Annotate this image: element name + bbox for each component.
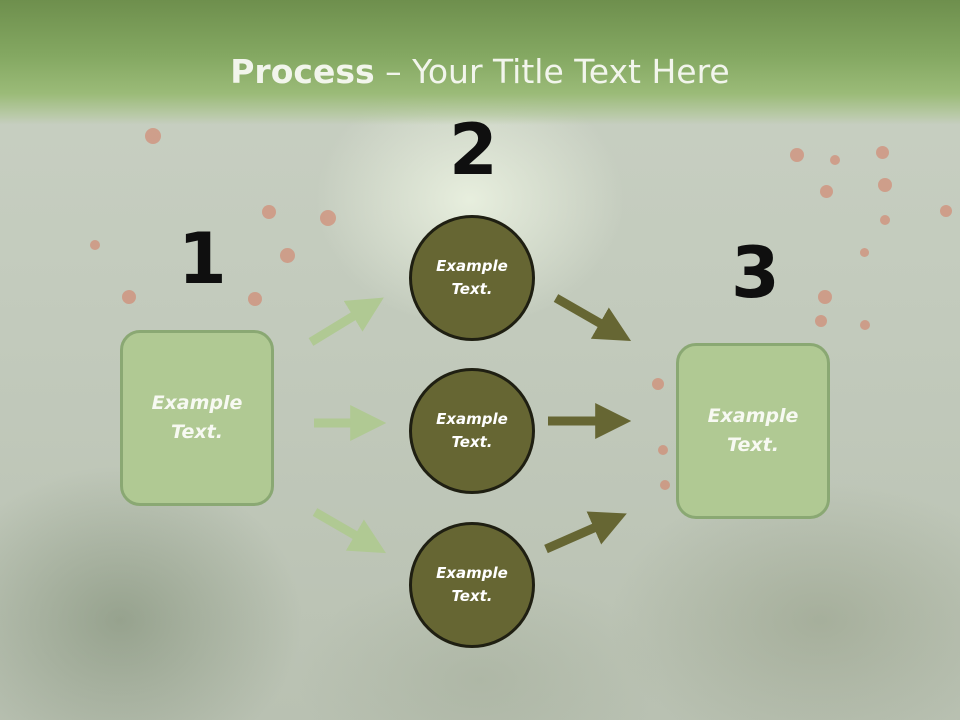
arrow-1-to-2-bottom bbox=[312, 508, 387, 554]
step-1-box: Example Text. bbox=[120, 330, 274, 506]
step-2-circle-bottom: Example Text. bbox=[409, 522, 535, 648]
circle-bottom-text: Example Text. bbox=[436, 564, 508, 605]
circle-top-text: Example Text. bbox=[436, 257, 508, 298]
step-2-circle-top: Example Text. bbox=[409, 215, 535, 341]
step-3-text: Example Text. bbox=[707, 405, 799, 456]
title-rest: – Your Title Text Here bbox=[374, 52, 730, 91]
title-bold: Process bbox=[230, 52, 375, 91]
arrow-1-to-2-top bbox=[308, 297, 384, 346]
title-bar bbox=[0, 0, 960, 125]
circle-middle-text: Example Text. bbox=[436, 410, 508, 451]
slide-title: Process – Your Title Text Here bbox=[0, 52, 960, 91]
step-number-3: 3 bbox=[731, 232, 780, 314]
step-number-1: 1 bbox=[178, 218, 227, 300]
arrow-2-to-3-bottom bbox=[544, 511, 627, 554]
step-3-box: Example Text. bbox=[676, 343, 830, 519]
step-2-circle-middle: Example Text. bbox=[409, 368, 535, 494]
arrow-2-to-3-top bbox=[553, 294, 632, 342]
step-1-text: Example Text. bbox=[151, 392, 243, 443]
step-number-2: 2 bbox=[449, 109, 498, 191]
